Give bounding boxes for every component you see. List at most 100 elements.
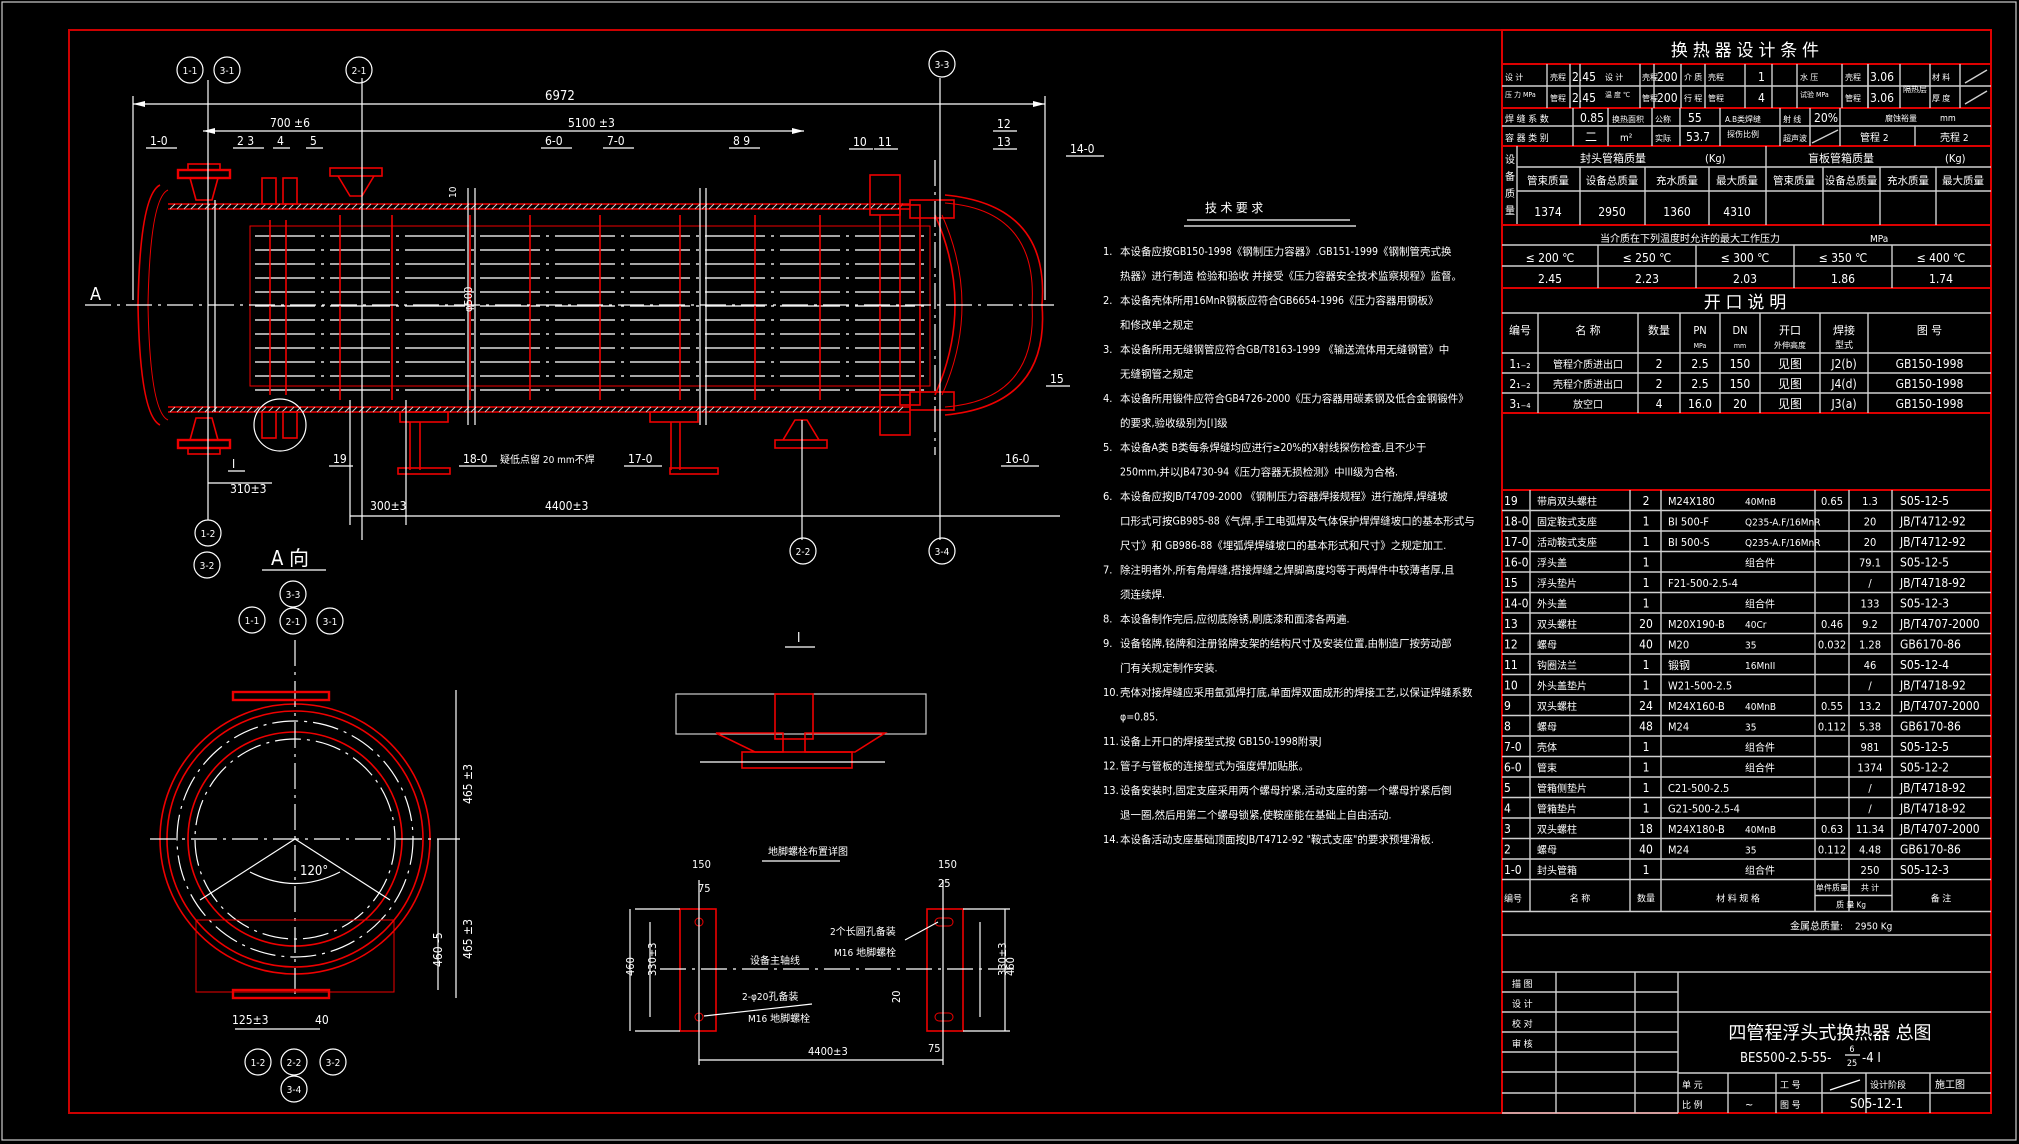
tech-item-text: 设备安装时,固定支座采用两个螺母拧紧,活动支座的第一个螺母拧紧后倒 <box>1120 784 1452 797</box>
tech-item-text: 管子与管板的连接型式为强度焊加贴胀。 <box>1120 760 1309 773</box>
nozzle-cell: 4 <box>1656 397 1663 411</box>
nozzle-cell: GB150-1998 <box>1896 397 1964 411</box>
bom-no: 6-0 <box>1504 761 1522 775</box>
nozzle-cell: 2.5 <box>1691 377 1708 391</box>
bom-name: 管束 <box>1537 762 1557 775</box>
bom-name: 封头管箱 <box>1537 864 1577 877</box>
tech-item-text: φ=0.85. <box>1120 712 1158 724</box>
max-pressure-value: 2.03 <box>1733 272 1757 286</box>
bom-spec: W21-500-2.5 <box>1668 680 1732 693</box>
bom-remark: JB/T4707-2000 <box>1899 617 1980 631</box>
job-label: 工 号 <box>1780 1080 1801 1091</box>
tech-item-number: 7. <box>1103 564 1112 577</box>
part-callout-18-0: 18-0 <box>463 452 488 466</box>
bom-total-mass: / <box>1868 680 1872 693</box>
label: 试验 MPa <box>1800 90 1829 99</box>
tech-item-text: 设备铭牌,铭牌和注册铭牌支架的结构尺寸及安装位置,由制造厂按劳动部 <box>1120 637 1452 650</box>
bom-total-mass: 1374 <box>1857 762 1882 775</box>
bom-spec: 锻钢 <box>1668 658 1690 672</box>
tech-item-text: 250mm,并以JB4730-94《压力容器无损检测》中III级为合格. <box>1120 466 1398 479</box>
anchor-dim-20: 20 <box>890 990 903 1003</box>
label: 管程 <box>1550 93 1566 103</box>
nozzle-tag-3-4: 3-4 <box>280 1075 308 1103</box>
view-arrow-label: A <box>90 284 101 305</box>
nozzle-tag-label: 1-2 <box>201 529 216 540</box>
label: 探伤比例 <box>1727 129 1759 139</box>
max-pressure-unit: MPa <box>1870 234 1888 245</box>
max-pressure-value: 1.86 <box>1831 272 1855 286</box>
tech-title: 技 术 要 求 <box>1205 201 1263 215</box>
nozzle-tag-label: 3-1 <box>220 66 235 77</box>
unit-label: 单 元 <box>1682 1079 1703 1091</box>
anchor-note-left-1: 2-φ20孔备装 <box>742 990 798 1003</box>
bom-remark: S05-12-5 <box>1900 740 1949 754</box>
a-direction-view: A 向 120° 465 ±3 465 ±3 460 -5 125±3 40 <box>150 546 475 1030</box>
anchor-dim-75-left: 75 <box>698 882 711 895</box>
bom-no: 8 <box>1504 720 1511 734</box>
bom-qty: 1 <box>1643 863 1650 877</box>
part-callout-5: 5 <box>310 134 317 148</box>
part-callout-16-0: 16-0 <box>1005 452 1030 466</box>
label: 腐蚀裕量 <box>1885 113 1917 123</box>
bom-no: 19 <box>1504 494 1518 508</box>
nozzle-cell: 放空口 <box>1573 398 1603 411</box>
anchor-note-left-2: M16 地脚螺栓 <box>748 1012 810 1025</box>
part-callout-1-0: 1-0 <box>150 134 168 148</box>
nozzle-tag-label: 3-3 <box>286 590 301 601</box>
bom-remark: S05-12-4 <box>1900 658 1949 672</box>
tech-item-text: 无缝钢管之规定 <box>1120 368 1194 381</box>
bom-name: 双头螺柱 <box>1537 823 1577 836</box>
label: mm <box>1940 114 1956 124</box>
bom-material: 组合件 <box>1745 557 1775 570</box>
label: mm <box>1734 342 1746 350</box>
main-section-view: 6972 700 ±6 5100 ±3 <box>85 78 1060 540</box>
nozzle-cell: 见图 <box>1778 397 1802 411</box>
bom-header: 材 料 规 格 <box>1716 893 1760 905</box>
bom-name: 双头螺柱 <box>1537 700 1577 713</box>
label: 量 <box>1505 205 1515 217</box>
bom-total-mass: 79.1 <box>1859 557 1881 570</box>
tech-item-text: 尺寸》和 GB986-88《埋弧焊焊缝坡口的基本形式和尺寸》之规定加工. <box>1120 539 1446 552</box>
bom-no: 2 <box>1504 843 1511 857</box>
bom-unit-mass: 0.65 <box>1821 495 1843 508</box>
label: 壳程 <box>1845 72 1861 82</box>
nozzle-tag-2-1: 2-1 <box>279 607 307 635</box>
bom-material: 组合件 <box>1745 762 1775 775</box>
part-callout-I: I <box>232 457 235 471</box>
nozzle-tag-3-2: 3-2 <box>193 551 221 579</box>
tech-item-text: 本设备所用锻件应符合GB4726-2000《压力容器用碳素钢及低合金钢锻件》 <box>1120 392 1469 405</box>
bom-remark: JB/T4718-92 <box>1899 802 1966 816</box>
anchor-dim-460-left: 460 <box>624 957 637 976</box>
temp-shell: 200 <box>1657 70 1678 84</box>
bom-total-mass: 5.38 <box>1859 721 1881 734</box>
bom-material: 35 <box>1745 846 1756 857</box>
bom-name: 带肩双头螺柱 <box>1537 495 1597 508</box>
dim-125: 125±3 <box>232 1013 269 1027</box>
detail-i-title: I <box>797 631 800 646</box>
nozzle-tag-label: 3-4 <box>287 1085 302 1096</box>
mass-header: 充水质量 <box>1656 174 1698 187</box>
part-callout-11: 11 <box>878 135 892 149</box>
nozzle-cell: 见图 <box>1778 377 1802 391</box>
model-frac-num: 6 <box>1849 1045 1854 1055</box>
drawno-label: 图 号 <box>1780 1100 1801 1111</box>
nozzle-cell: 2₁₋₂ <box>1509 377 1530 391</box>
nozzle-cell: 20 <box>1733 397 1747 411</box>
nozzle-tag-1-1: 1-1 <box>176 56 204 84</box>
dim-4400: 4400±3 <box>545 499 588 513</box>
label: 公称 <box>1655 114 1671 124</box>
bom-unit-mass: 0.112 <box>1818 721 1846 734</box>
tech-item-number: 2. <box>1103 294 1112 307</box>
nozzle-header: 数量 <box>1648 324 1670 337</box>
nozzle-cell: 管程介质进出口 <box>1553 358 1623 371</box>
part-callout-13: 13 <box>997 135 1011 149</box>
